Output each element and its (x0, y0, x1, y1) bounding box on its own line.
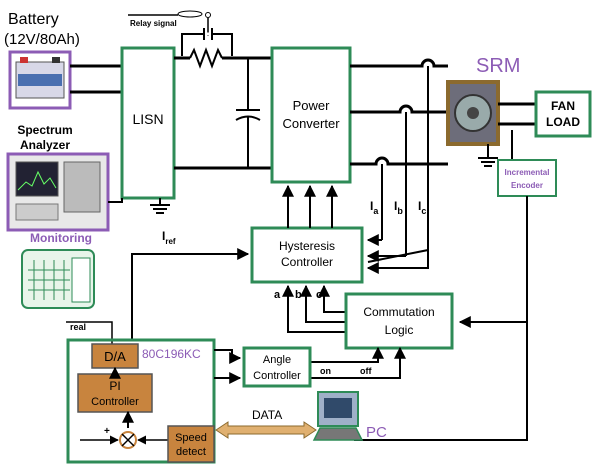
angle-line2: Controller (253, 370, 301, 382)
speed-line2: detect (176, 446, 206, 458)
microcontroller-label: 80C196KC (142, 347, 201, 361)
spectrum-analyzer-line1: Spectrum (17, 123, 72, 137)
commutation-line1: Commutation (363, 305, 434, 319)
commutation-line2: Logic (385, 323, 414, 337)
spectrum-analyzer-line2: Analyzer (20, 138, 70, 152)
encoder-box (498, 160, 556, 196)
power-converter-line2: Converter (282, 116, 340, 131)
encoder-line1: Incremental (505, 168, 550, 177)
summing-junction-icon (120, 432, 136, 448)
real-label: real (70, 322, 86, 332)
pi-line2: Controller (91, 396, 139, 408)
battery-title: Battery (8, 11, 59, 28)
fan-load-line1: FAN (551, 99, 575, 113)
current-ic-label: Ic (418, 199, 426, 216)
current-ib-label: Ib (394, 199, 403, 216)
pc-label: PC (366, 424, 387, 441)
phase-label-c: c (316, 289, 322, 301)
hysteresis-line1: Hysteresis (279, 239, 335, 253)
off-label: off (360, 366, 372, 376)
spectrum-analyzer-image (8, 154, 108, 230)
resistor-symbol (190, 50, 222, 66)
battery-image (10, 52, 70, 108)
hysteresis-line2: Controller (281, 255, 333, 269)
keypad-image (22, 250, 94, 308)
battery-rating: (12V/80Ah) (4, 31, 80, 48)
ground-symbol (150, 205, 170, 213)
pc-image (314, 392, 362, 440)
phase-label-a: a (274, 289, 281, 301)
relay-signal-label: Relay signal (130, 19, 177, 28)
da-label: D/A (104, 349, 126, 364)
sum-sign: + (104, 426, 110, 437)
iref-label: Iref (162, 229, 176, 246)
data-label: DATA (252, 408, 282, 422)
commutation-logic-box (346, 294, 452, 348)
on-label: on (320, 366, 331, 376)
angle-line1: Angle (263, 354, 291, 366)
current-ia-label: Ia (370, 199, 379, 216)
data-link-arrow (216, 422, 316, 438)
monitoring-label: Monitoring (30, 231, 92, 245)
power-converter-box (272, 48, 350, 182)
fan-load-line2: LOAD (546, 115, 580, 129)
pi-line1: PI (109, 379, 120, 393)
power-converter-line1: Power (293, 98, 331, 113)
motor-image (448, 82, 498, 144)
srm-label: SRM (476, 55, 520, 77)
phase-label-b: b (295, 289, 302, 301)
lisn-label: LISN (132, 111, 163, 127)
encoder-line2: Encoder (511, 181, 543, 190)
speed-line1: Speed (175, 432, 207, 444)
